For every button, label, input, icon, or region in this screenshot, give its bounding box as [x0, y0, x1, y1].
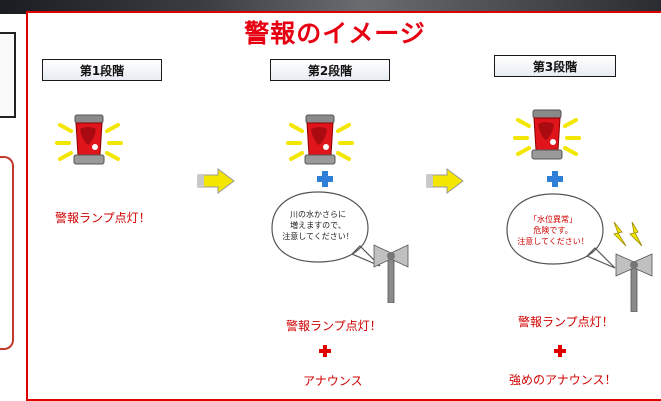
stage-3-result: 警報ランプ点灯！	[518, 315, 614, 329]
lightning-icon	[613, 221, 643, 247]
plus-icon	[317, 171, 333, 187]
background-box	[0, 156, 14, 350]
speech-bubble	[506, 193, 616, 269]
arrow-right-icon	[197, 168, 235, 194]
plus-icon	[547, 171, 563, 187]
stage-2-bubble-line-2: 増えますので、	[290, 221, 346, 230]
plus-icon	[554, 345, 566, 357]
stage-1-label: 第1段階	[42, 59, 162, 81]
stage-1-result: 警報ランプ点灯！	[55, 211, 151, 225]
stage-3-bubble-line-2: 危険です。	[533, 226, 573, 235]
stage-3-bubble-line-3: 注意してください！	[517, 237, 589, 246]
speaker-icon	[373, 244, 409, 303]
stage-2-bubble-line-3: 注意してください！	[282, 232, 354, 241]
stage-2-label: 第2段階	[270, 59, 390, 81]
warning-lamp-icon	[286, 114, 354, 165]
background-photo	[0, 0, 661, 14]
stage-3-bubble-line-1: 「水位異常」	[529, 215, 577, 224]
arrow-right-icon	[426, 168, 464, 194]
speaker-icon	[615, 253, 653, 312]
page-title: 警報のイメージ	[244, 19, 426, 48]
stage-2-result: 警報ランプ点灯！	[286, 319, 382, 333]
warning-lamp-icon	[55, 114, 123, 165]
stage-2-bubble-line-1: 川の水かさらに	[290, 210, 346, 219]
speech-bubble	[271, 191, 381, 267]
stage-2-extra: アナウンス	[303, 374, 363, 388]
background-box	[0, 32, 16, 118]
warning-lamp-icon	[513, 109, 581, 160]
stage-3-label: 第3段階	[494, 55, 616, 77]
plus-icon	[319, 345, 331, 357]
stage-3-extra: 強めのアナウンス！	[509, 373, 617, 387]
